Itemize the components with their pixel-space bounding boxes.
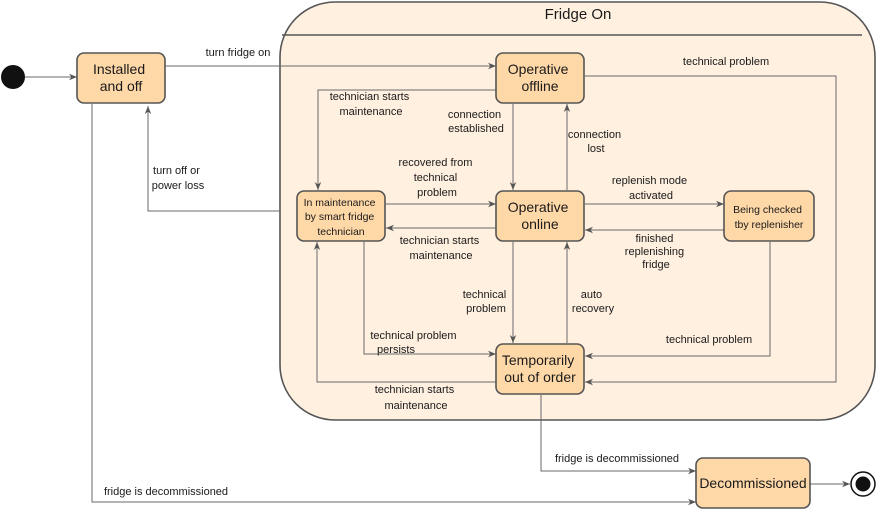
- svg-text:In maintenance by smart: In maintenance by smart fridge technicia…: [304, 197, 379, 238]
- label-turn-off: turn off or power loss: [152, 165, 205, 192]
- svg-text:Operative online: Operative online: [508, 199, 573, 232]
- svg-text:Operative offline: Operative offline: [508, 61, 573, 94]
- state-being-checked: Being checked tby replenisher: [723, 190, 815, 242]
- label-tech-persists: technical problem persists: [370, 330, 459, 356]
- composite-title: Fridge On: [545, 6, 612, 23]
- label-decom-temp: fridge is decommissioned: [555, 453, 679, 465]
- edges: [25, 62, 850, 506]
- svg-text:Decommissioned: Decommissioned: [699, 475, 806, 491]
- transition-labels: turn fridge on technical problem technic…: [104, 47, 769, 498]
- state-operative-online: Operative online: [495, 190, 585, 242]
- edge-tech-persists: [363, 242, 496, 358]
- label-recovered: recovered from technical problem: [398, 157, 475, 199]
- label-finished: finished replenishing fridge: [625, 233, 687, 271]
- label-replenish: replenish mode activated: [612, 175, 690, 202]
- edge-decom-installed: [91, 104, 696, 506]
- state-operative-offline: Operative offline: [495, 52, 585, 104]
- svg-text:Temporarily out of order: Temporarily out of order: [502, 352, 578, 385]
- edge-tech-starts-temp: [313, 242, 496, 383]
- svg-text:Installed and off: Installed and off: [93, 61, 149, 94]
- edge-turn-off: [144, 106, 280, 212]
- label-tech-starts-temp: technician starts maintenance: [375, 384, 458, 412]
- label-tech-starts-offline: technician starts maintenance: [330, 91, 413, 118]
- svg-text:Being checked tby replen: Being checked tby replenisher: [733, 204, 805, 231]
- edge-tech-starts-offline: [314, 89, 496, 190]
- state-installed: Installed and off: [76, 52, 166, 104]
- state-decommissioned: Decommissioned: [695, 457, 811, 509]
- label-conn-lost: connection lost: [568, 129, 624, 155]
- edge-decom-temp: [540, 395, 696, 475]
- edge-tech-problem-checked: [585, 242, 771, 360]
- label-auto-recovery: auto recovery: [572, 289, 615, 315]
- label-tech-starts-online: technician starts maintenance: [400, 235, 483, 262]
- label-tech-problem-offline: technical problem: [683, 56, 769, 68]
- state-temporarily-out-of-order: Temporarily out of order: [495, 343, 585, 395]
- label-decom-installed: fridge is decommissioned: [104, 486, 228, 498]
- initial-node: [1, 65, 25, 89]
- edge-tech-problem-offline: [585, 75, 837, 386]
- final-node: [850, 471, 876, 497]
- label-tech-problem-checked: technical problem: [666, 334, 752, 346]
- label-conn-established: connection established: [448, 109, 504, 135]
- state-in-maintenance: In maintenance by smart fridge technicia…: [296, 190, 386, 242]
- label-turn-on: turn fridge on: [206, 47, 271, 59]
- label-tech-problem-online: technical problem: [463, 289, 509, 315]
